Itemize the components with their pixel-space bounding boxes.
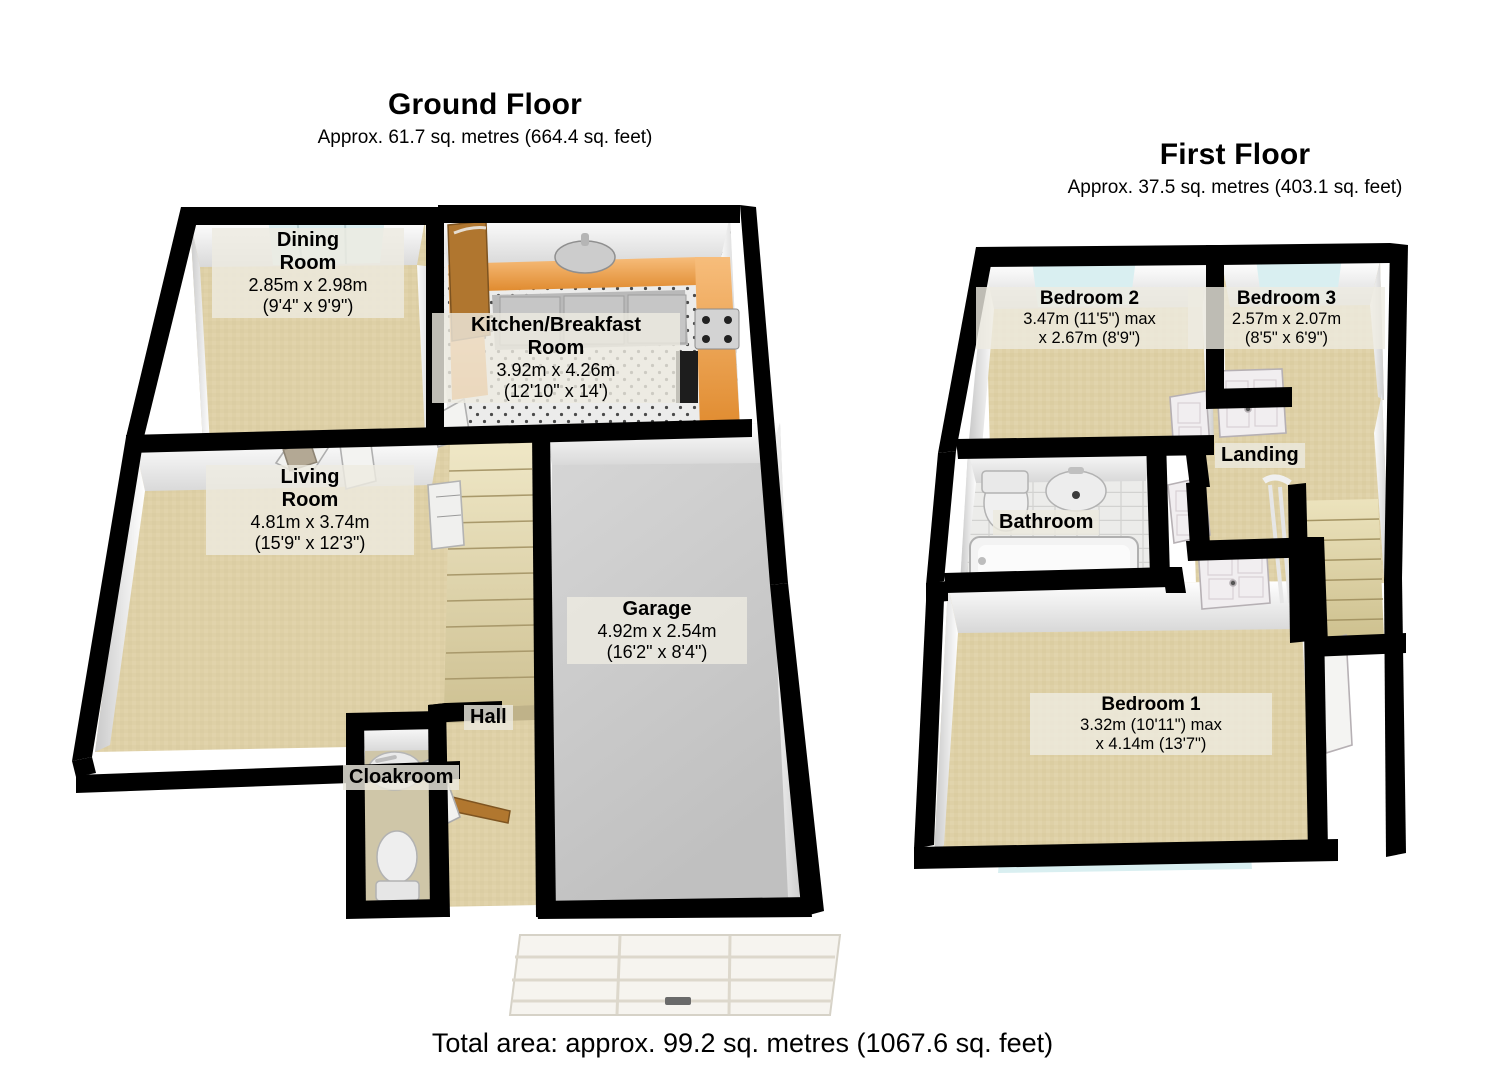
bedroom-3-dim-imperial: (8'5" x 6'9")	[1244, 329, 1329, 348]
kitchen-oven	[676, 351, 698, 403]
kitchen-name-line1: Kitchen/Breakfast	[470, 314, 642, 336]
wall-face-bathroom-west	[960, 451, 976, 585]
ground-floor-area: Approx. 61.7 sq. metres (664.4 sq. feet)	[317, 126, 653, 148]
kitchen-breakfast-room-label: Kitchen/Breakfast Room 3.92m x 4.26m (12…	[432, 313, 680, 404]
landing-name: Landing	[1221, 444, 1299, 466]
living-room-dim-imperial: (15'9" x 12'3")	[254, 533, 366, 554]
ground-floor-plan: Dining Room 2.85m x 2.98m (9'4" x 9'9") …	[40, 145, 842, 1016]
garage-dim-metric: 4.92m x 2.54m	[597, 621, 717, 642]
bedroom-3-label: Bedroom 3 2.57m x 2.07m (8'5" x 6'9")	[1188, 287, 1385, 350]
living-room-dim-metric: 4.81m x 3.74m	[250, 512, 370, 533]
bedroom-1-label: Bedroom 1 3.32m (10'11") max x 4.14m (13…	[1030, 693, 1272, 756]
hall-name: Hall	[470, 706, 507, 728]
dining-room-dim-imperial: (9'4" x 9'9")	[262, 296, 354, 317]
bedroom-2-dim-metric: 3.47m (11'5") max	[1023, 310, 1156, 329]
kitchen-dim-metric: 3.92m x 4.26m	[496, 360, 616, 381]
first-floor-plan: Bedroom 2 3.47m (11'5") max x 2.67m (8'9…	[890, 185, 1450, 915]
landing-label: Landing	[1215, 443, 1305, 469]
kitchen-units-top	[480, 257, 700, 291]
wall-face-bed1-west	[934, 585, 958, 857]
garage-label: Garage 4.92m x 2.54m (16'2" x 8'4")	[567, 597, 747, 664]
garage-floor	[545, 423, 800, 907]
kitchen-tap	[581, 233, 589, 246]
first-floor-title-block: First Floor Approx. 37.5 sq. metres (403…	[930, 138, 1485, 200]
first-floor-title: First Floor	[1159, 138, 1311, 171]
bedroom-2-dim-imperial: x 2.67m (8'9")	[1038, 329, 1141, 348]
ground-floor-walls	[72, 205, 824, 919]
bedroom-1-dim-metric: 3.32m (10'11") max	[1080, 716, 1222, 735]
first-floor-area: Approx. 37.5 sq. metres (403.1 sq. feet)	[1067, 176, 1403, 198]
wall-face-living-west	[95, 445, 145, 752]
garage-name: Garage	[622, 598, 692, 620]
living-room-name-line1: Living	[280, 466, 340, 488]
bedroom-1-name: Bedroom 1	[1101, 694, 1201, 715]
ground-floor-svg	[72, 205, 842, 1016]
garage-door	[508, 934, 842, 1016]
bathroom-basin	[1045, 467, 1107, 512]
living-room-label: Living Room 4.81m x 3.74m (15'9" x 12'3"…	[206, 465, 414, 556]
cloakroom-label: Cloakroom	[343, 765, 460, 791]
dining-room-label: Dining Room 2.85m x 2.98m (9'4" x 9'9")	[212, 228, 404, 319]
bedroom-3-name: Bedroom 3	[1236, 288, 1337, 309]
dining-room-dim-metric: 2.85m x 2.98m	[248, 275, 368, 296]
bedroom-3-dim-metric: 2.57m x 2.07m	[1231, 310, 1342, 329]
hall-label: Hall	[464, 705, 513, 731]
kitchen-name-line2: Room	[527, 337, 585, 360]
living-room-name-line2: Room	[281, 489, 339, 512]
dining-room-name-line1: Dining	[276, 229, 340, 251]
living-room-window	[427, 480, 465, 550]
bathroom-label: Bathroom	[993, 510, 1100, 536]
ground-floor-title-block: Ground Floor Approx. 61.7 sq. metres (66…	[180, 88, 790, 150]
dining-room-name-line2: Room	[279, 252, 337, 275]
bathroom-name: Bathroom	[999, 511, 1094, 533]
ground-floor-graphics	[40, 145, 842, 1016]
garage-door-handle	[665, 997, 691, 1005]
total-area-text: Total area: approx. 99.2 sq. metres (106…	[431, 1028, 1054, 1058]
cloakroom-name: Cloakroom	[349, 766, 454, 788]
bedroom-2-label: Bedroom 2 3.47m (11'5") max x 2.67m (8'9…	[976, 287, 1203, 350]
garage-dim-imperial: (16'2" x 8'4")	[606, 642, 708, 663]
bedroom-1-dim-imperial: x 4.14m (13'7")	[1095, 735, 1207, 754]
bedroom-2-name: Bedroom 2	[1039, 288, 1140, 309]
first-floor-walls	[914, 243, 1408, 869]
wall-face-dining-west	[190, 220, 210, 445]
cloakroom-wc	[375, 830, 420, 902]
ground-floor-title: Ground Floor	[387, 88, 583, 121]
kitchen-hob	[694, 308, 740, 350]
kitchen-dim-imperial: (12'10" x 14')	[503, 381, 609, 402]
